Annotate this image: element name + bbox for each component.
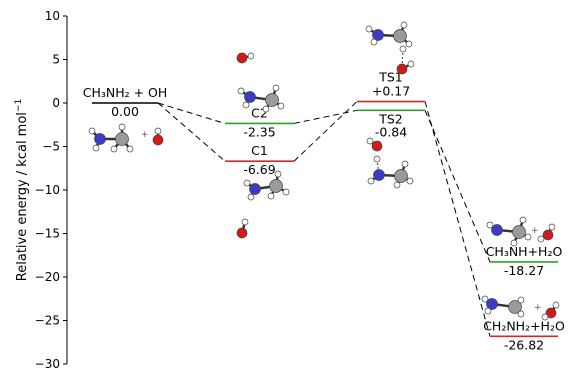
level-label-reactants: CH₃NH₂ + OH [83,85,168,100]
level-value-c2: -2.35 [243,124,275,139]
level-value-p2: -26.82 [504,337,544,352]
y-tick-label: −15 [35,227,60,241]
level-label-c1: C1 [251,143,268,158]
molecule-h2o-p2 [541,301,560,321]
molecule-c1 [243,170,290,201]
y-tick-label: 5 [52,53,60,67]
y-tick-label: −5 [42,140,60,154]
connector-c1-ts1 [293,101,358,162]
plus-sign: + [531,226,539,236]
y-tick-label: 0 [52,96,60,110]
molecule-ch2nh2 [481,295,525,318]
plus-sign: + [141,130,149,140]
y-axis: 10 5 0 −5 −10 −15 −20 −25 −30 [35,9,68,369]
molecule-ch3nh [486,216,532,247]
y-tick-label: −25 [35,314,60,328]
level-value-ts1: +0.17 [372,84,410,99]
molecule-ts1 [365,21,415,75]
connector-reactants-c2 [157,102,226,124]
molecule-h2o-p1 [537,223,556,243]
y-tick-label: −10 [35,183,60,197]
plus-sign: + [534,303,542,313]
y-tick-label: −30 [35,357,60,369]
molecule-ts2 [366,137,414,189]
connector-lines [157,101,491,337]
connector-ts2-p1 [424,110,491,263]
level-value-reactants: 0.00 [111,104,139,119]
molecule-oh [152,127,164,146]
y-tick-label: 10 [45,9,60,23]
connector-ts1-p2 [424,101,491,337]
molecule-c2 [237,84,285,113]
molecule-oh-c2 [236,52,255,64]
level-label-ts1: TS1 [378,70,403,85]
level-label-ts2: TS2 [378,111,403,126]
level-value-c1: -6.69 [243,162,275,177]
level-value-p1: -18.27 [504,263,544,278]
y-axis-title: Relative energy / kcal mol−1 [14,99,30,281]
level-label-p2: CH₂NH₂+H₂O [483,318,565,333]
level-label-p1: CH₃NH+H₂O [486,244,563,259]
molecule-oh-c1 [236,218,249,239]
y-tick-label: −20 [35,270,60,284]
molecule-ch3nh2 [88,123,134,153]
connector-reactants-c1 [157,102,226,162]
molecule-images: + + + [88,21,560,321]
level-value-ts2: -0.84 [375,124,407,139]
connector-c2-ts2 [293,109,358,124]
